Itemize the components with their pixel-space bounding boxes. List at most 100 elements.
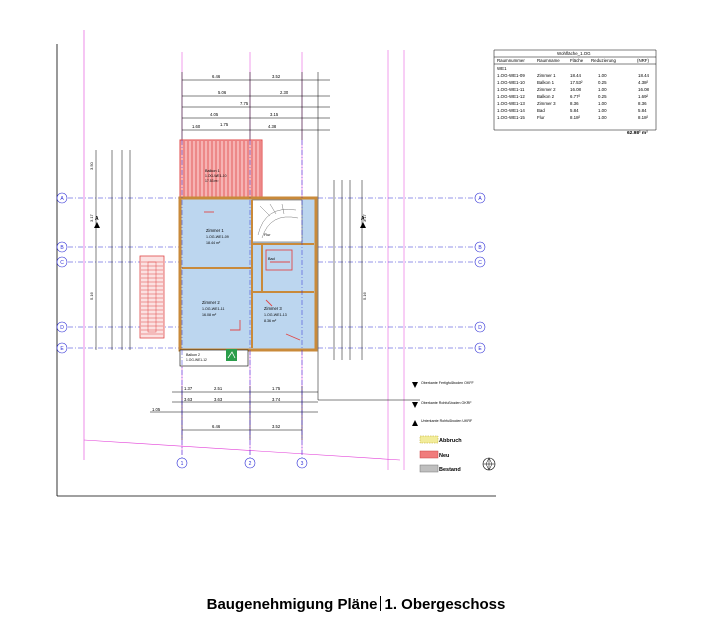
axis-bubble-A-right <box>474 192 486 204</box>
section-marker-right: A <box>361 216 365 222</box>
caption-separator <box>380 596 382 611</box>
area-cell-r3-c4: 1.69² <box>638 94 649 99</box>
room-zimmer1-number: 1.OG-WE1-09 <box>206 235 229 239</box>
area-cell-r4-c1: Zimmer 3 <box>537 101 556 106</box>
north-arrow-icon <box>482 457 496 471</box>
staircase <box>251 199 303 243</box>
area-cell-r1-c1: Balkon 1 <box>537 80 555 85</box>
legend-ukrf: Unterkante Rohfußboden UKRF <box>421 419 473 423</box>
axis-label-B-right: B <box>478 245 482 251</box>
caption-right: 1. Obergeschoss <box>384 596 506 613</box>
legend-okrf: Oberkante Rohfußboden OKRF <box>421 401 472 405</box>
legend-swatch-bestand <box>419 464 439 473</box>
axis-bubble-E-right <box>474 342 486 354</box>
legend: Oberkante Fertigfußboden OKFF Oberkante … <box>412 381 496 473</box>
room-zimmer3-area: 8.36 m² <box>264 319 277 323</box>
area-cell-r4-c3: 1.00 <box>598 101 607 106</box>
room-zimmer3-name: Zimmer 3 <box>264 306 282 311</box>
area-cell-r0-c1: Zimmer 1 <box>537 73 556 78</box>
balkon-1-name: Balkon 1 <box>205 169 220 173</box>
axis-label-v2: 2 <box>249 461 252 467</box>
room-zimmer1-name: Zimmer 1 <box>206 228 224 233</box>
dim-left-2: 3.17 <box>89 213 94 222</box>
bottom-dimension-labels: 1.37 2.51 1.75 3.63 3.63 3.74 1.05 6.46 … <box>152 386 281 429</box>
area-cell-r6-c2: 8.18² <box>570 115 581 120</box>
legend-abbruch: Abbruch <box>439 438 462 444</box>
area-table-col-5: (NRF) <box>637 58 649 63</box>
area-cell-r2-c1: Zimmer 2 <box>537 87 556 92</box>
area-table-title: Wohfläche_1.OG <box>557 51 591 56</box>
area-cell-r2-c0: 1.OG-WE1-11 <box>497 87 525 92</box>
room-labels: Zimmer 1 1.OG-WE1-09 18.44 m² Zimmer 2 1… <box>202 228 287 323</box>
area-cell-r1-c2: 17.53² <box>570 80 583 85</box>
dim-top-1a: 6.46 <box>212 74 221 79</box>
room-zimmer3-number: 1.OG-WE1-13 <box>264 313 287 317</box>
vertical-grid-axes: 1 2 3 <box>176 140 308 469</box>
dim-top-5c: 4.38 <box>268 124 277 129</box>
area-table: Wohfläche_1.OG Raumnummer Raumname Fläch… <box>493 49 657 136</box>
top-dimension-labels: 6.46 3.52 5.06 2.30 7.75 4.05 3.15 1.60 … <box>192 74 289 129</box>
area-cell-r6-c0: 1.OG-WE1-15 <box>497 115 525 120</box>
section-markers: A A <box>94 216 366 228</box>
dim-top-4a: 4.05 <box>210 112 219 117</box>
bottom-dimensions <box>150 386 318 440</box>
dim-right-1: 3.17 <box>362 213 367 222</box>
balkon-2: Balkon 2 1.OG-WE1-12 <box>179 349 249 367</box>
balkon-2-number: 1.OG-WE1-12 <box>186 358 207 362</box>
area-cell-r5-c2: 5.84 <box>570 108 579 113</box>
area-cell-r6-c1: Flur <box>537 115 545 120</box>
area-cell-r1-c3: 0.25 <box>598 80 607 85</box>
area-cell-r6-c3: 1.00 <box>598 115 607 120</box>
axis-bubble-A-left <box>56 192 68 204</box>
dim-top-2a: 5.06 <box>218 90 227 95</box>
area-cell-r0-c4: 18.44 <box>638 73 650 78</box>
dim-bot-3a: 1.05 <box>152 407 161 412</box>
dim-bot-2b: 3.63 <box>214 397 223 402</box>
area-cell-r4-c4: 8.36 <box>638 101 647 106</box>
area-cell-r4-c0: 1.OG-WE1-13 <box>497 101 525 106</box>
axis-bubble-v1 <box>176 457 188 469</box>
axis-label-v3: 3 <box>301 461 304 467</box>
axis-bubble-v2 <box>244 457 256 469</box>
room-flur-name: Flur <box>264 233 271 237</box>
caption-left: Baugenehmigung Pläne <box>206 596 378 613</box>
section-marker-left: A <box>95 216 99 222</box>
dim-top-3a: 7.75 <box>240 101 249 106</box>
axis-bubble-B-right <box>474 241 486 253</box>
axis-label-D-left: D <box>60 325 64 331</box>
area-cell-r5-c0: 1.OG-WE1-14 <box>497 108 525 113</box>
area-cell-r4-c2: 8.36 <box>570 101 579 106</box>
area-cell-r0-c2: 18.44 <box>570 73 582 78</box>
area-table-col-1: Raumnummer <box>497 58 525 63</box>
left-dimension-labels: 3.50 3.17 5.16 <box>89 161 94 300</box>
exit-sign <box>226 349 237 361</box>
dim-top-4b: 3.15 <box>270 112 279 117</box>
area-cell-r2-c2: 16.08 <box>570 87 582 92</box>
page-caption: Baugenehmigung Pläne 1. Obergeschoss <box>0 596 712 613</box>
axis-label-A-right: A <box>478 196 482 202</box>
axis-label-v1: 1 <box>181 461 184 467</box>
area-cell-r6-c4: 8.18² <box>638 115 649 120</box>
dim-bot-2a: 3.63 <box>184 397 193 402</box>
dim-bot-1b: 2.51 <box>214 386 223 391</box>
room-zimmer2-area: 16.08 m² <box>202 313 217 317</box>
area-cell-r2-c4: 16.08 <box>638 87 650 92</box>
axis-label-E-left: E <box>60 346 64 352</box>
balkon-1: Balkon 1 1.OG-WE1-10 17.53 m² <box>179 139 263 199</box>
dim-top-1b: 3.52 <box>272 74 281 79</box>
legend-neu: Neu <box>439 453 449 459</box>
balkon-1-area: 17.53 m² <box>205 179 219 183</box>
area-table-col-3: Fläche <box>570 58 584 63</box>
axis-label-C-left: C <box>60 260 64 266</box>
right-dimensions <box>318 180 420 401</box>
axis-bubble-D-right <box>474 321 486 333</box>
area-table-col-4: Reduzierung <box>591 58 616 63</box>
legend-marker-okrf <box>412 402 418 408</box>
axis-bubble-E-left <box>56 342 68 354</box>
legend-swatch-neu <box>419 450 439 459</box>
area-cell-r0-c0: 1.OG-WE1-09 <box>497 73 525 78</box>
dim-top-5b: 1.75 <box>220 122 229 127</box>
interior-walls <box>182 200 314 348</box>
dim-top-5a: 1.60 <box>192 124 201 129</box>
